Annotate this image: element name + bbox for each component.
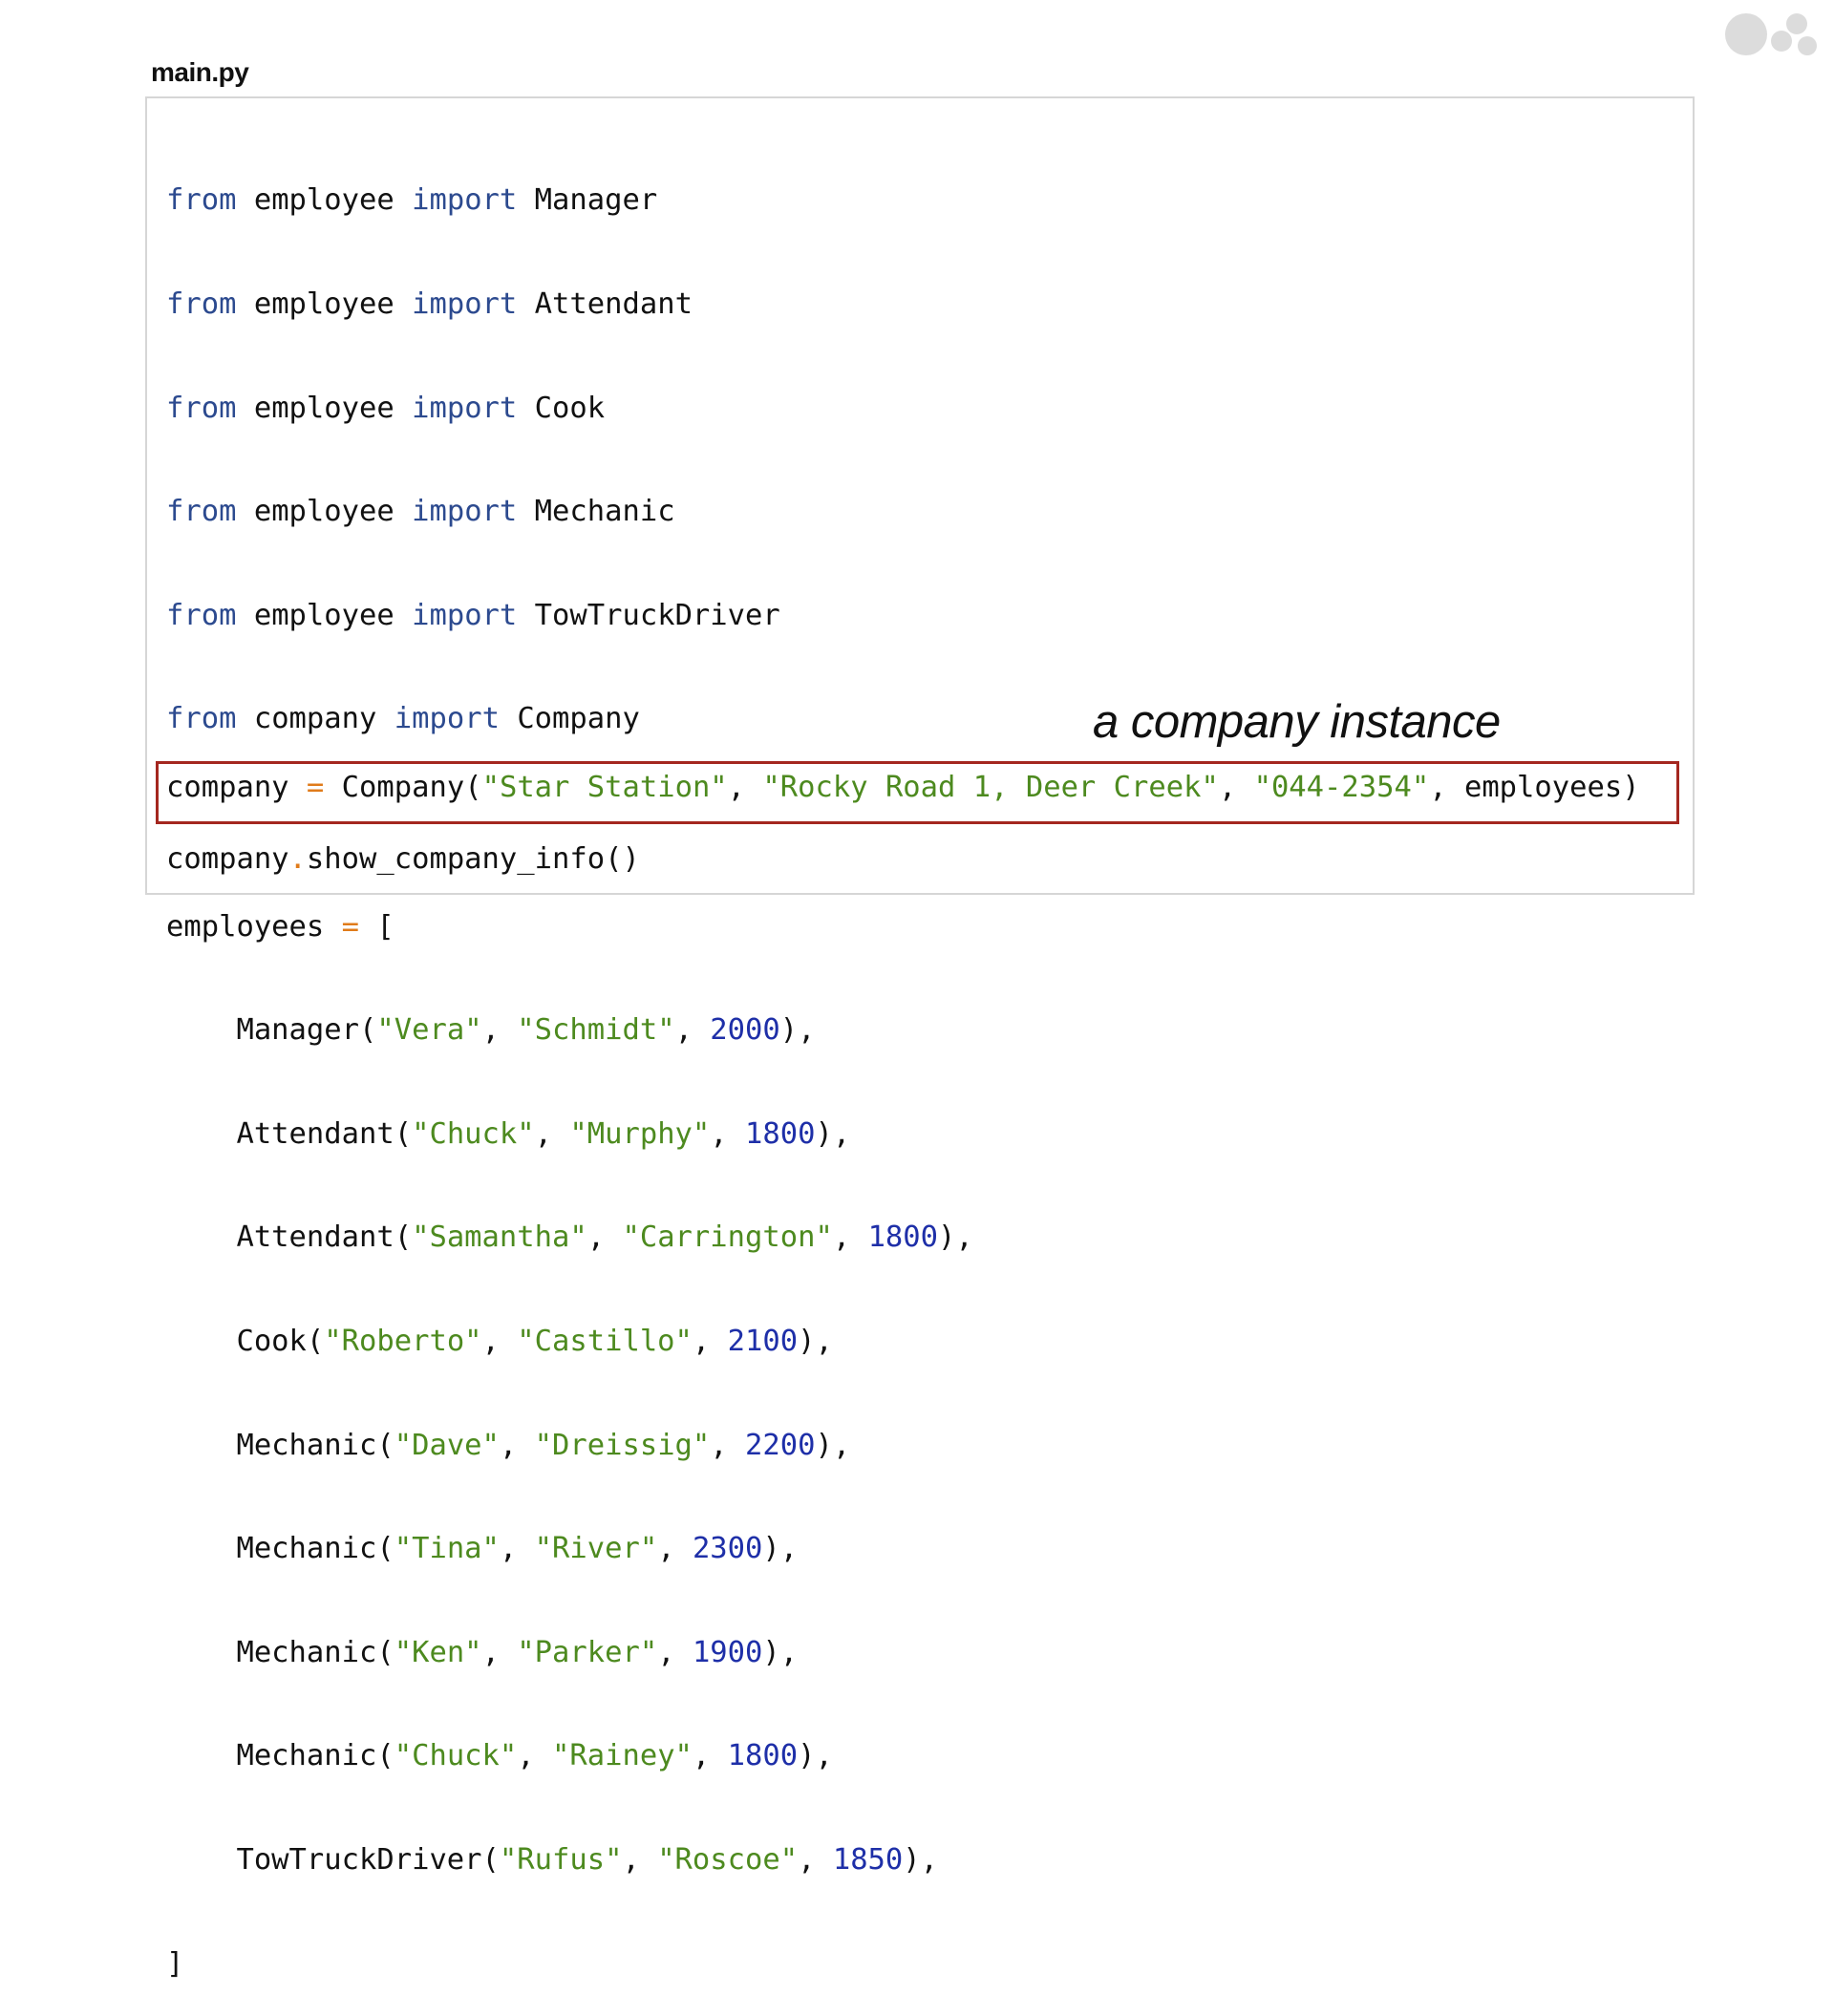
class-name: Manager: [236, 1013, 359, 1048]
code-line: Mechanic("Tina", "River", 2300),: [236, 1532, 799, 1566]
class-name: Cook: [236, 1324, 307, 1358]
keyword: from: [166, 391, 237, 425]
operator: =: [306, 771, 325, 804]
number-literal: 1800: [727, 1739, 799, 1773]
imported-name: Cook: [534, 391, 606, 425]
module-name: employee: [253, 287, 395, 321]
method-call-line: company.show_company_info(): [166, 842, 640, 877]
number-literal: 2200: [745, 1428, 816, 1462]
string-literal: "Rufus": [499, 1842, 623, 1877]
string-literal: "Tina": [394, 1532, 500, 1566]
string-literal: "Castillo": [517, 1324, 693, 1358]
keyword: from: [166, 287, 237, 321]
module-name: employee: [253, 495, 395, 529]
operator: .: [288, 842, 307, 876]
string-literal: "Roscoe": [657, 1842, 799, 1877]
keyword: from: [166, 183, 237, 218]
string-literal: "Samantha": [412, 1220, 587, 1255]
logo-icon: [1725, 8, 1821, 65]
class-name: TowTruckDriver: [236, 1842, 482, 1877]
imported-name: Mechanic: [534, 495, 675, 529]
keyword: import: [394, 702, 500, 736]
keyword: from: [166, 598, 237, 632]
string-literal: "Ken": [394, 1635, 482, 1669]
module-name: company: [253, 702, 377, 736]
module-name: employee: [253, 598, 395, 632]
operator: =: [341, 909, 360, 944]
imported-name: Attendant: [534, 287, 693, 321]
code-block: from employee import Manager from employ…: [166, 115, 973, 2016]
code-line: from employee import Mechanic: [166, 495, 973, 529]
keyword: import: [412, 391, 518, 425]
code-line: Cook("Roberto", "Castillo", 2100),: [236, 1324, 833, 1358]
string-literal: "Rainey": [552, 1739, 693, 1773]
code-line: from company import Company: [166, 702, 973, 736]
keyword: import: [412, 183, 518, 218]
imported-name: Company: [517, 702, 640, 736]
variable-name: company: [166, 771, 289, 804]
number-literal: 2000: [710, 1013, 780, 1048]
argument-name: employees: [1463, 771, 1623, 804]
number-literal: 1800: [867, 1220, 939, 1255]
string-literal: "Star Station": [481, 771, 728, 804]
code-line: employees = [: [166, 910, 973, 944]
number-literal: 1900: [692, 1635, 763, 1669]
imported-name: Manager: [534, 183, 658, 218]
keyword: import: [412, 287, 518, 321]
code-line: from employee import Manager: [166, 183, 973, 218]
string-literal: "Schmidt": [517, 1013, 675, 1048]
bracket: ]: [166, 1946, 184, 1981]
number-literal: 1850: [832, 1842, 904, 1877]
keyword: from: [166, 702, 237, 736]
highlight-box: [156, 761, 1679, 824]
string-literal: "Parker": [517, 1635, 658, 1669]
number-literal: 2300: [692, 1532, 763, 1566]
string-literal: "Roberto": [324, 1324, 482, 1358]
string-literal: "Rocky Road 1, Deer Creek": [762, 771, 1219, 804]
keyword: import: [412, 495, 518, 529]
class-name: Mechanic: [236, 1739, 377, 1773]
string-literal: "Chuck": [412, 1116, 535, 1151]
code-line: Mechanic("Chuck", "Rainey", 1800),: [236, 1739, 833, 1773]
variable-name: employees: [166, 909, 325, 944]
string-literal: "Chuck": [394, 1739, 518, 1773]
module-name: employee: [253, 183, 395, 218]
class-name: Mechanic: [236, 1428, 377, 1462]
code-line: from employee import Attendant: [166, 287, 973, 322]
annotation-label: a company instance: [1093, 696, 1501, 748]
company-instance-line: company = Company("Star Station", "Rocky…: [166, 771, 1640, 804]
class-name: Attendant: [236, 1220, 395, 1255]
number-literal: 2100: [727, 1324, 799, 1358]
string-literal: "Murphy": [569, 1116, 711, 1151]
bracket: [: [376, 909, 395, 944]
class-name: Company: [341, 771, 465, 804]
code-line: Manager("Vera", "Schmidt", 2000),: [236, 1013, 816, 1048]
code-line: from employee import Cook: [166, 392, 973, 426]
string-literal: "Carrington": [622, 1220, 833, 1255]
code-line: ]: [166, 1947, 973, 1982]
keyword: from: [166, 495, 237, 529]
string-literal: "River": [534, 1532, 658, 1566]
code-line: Mechanic("Ken", "Parker", 1900),: [236, 1635, 799, 1669]
code-line: from employee import TowTruckDriver: [166, 599, 973, 633]
string-literal: "044-2354": [1253, 771, 1430, 804]
class-name: Mechanic: [236, 1635, 377, 1669]
keyword: import: [412, 598, 518, 632]
imported-name: TowTruckDriver: [534, 598, 780, 632]
string-literal: "Dreissig": [534, 1428, 711, 1462]
string-literal: "Vera": [376, 1013, 482, 1048]
method-call: show_company_info(): [306, 842, 640, 876]
code-line: TowTruckDriver("Rufus", "Roscoe", 1850),: [236, 1842, 939, 1877]
object-name: company: [166, 842, 289, 876]
class-name: Mechanic: [236, 1532, 377, 1566]
code-line: Attendant("Chuck", "Murphy", 1800),: [236, 1116, 851, 1151]
file-title: main.py: [151, 57, 249, 87]
code-line: Mechanic("Dave", "Dreissig", 2200),: [236, 1428, 851, 1462]
string-literal: "Dave": [394, 1428, 500, 1462]
module-name: employee: [253, 391, 395, 425]
code-line: Attendant("Samantha", "Carrington", 1800…: [236, 1220, 973, 1255]
number-literal: 1800: [745, 1116, 816, 1151]
class-name: Attendant: [236, 1116, 395, 1151]
